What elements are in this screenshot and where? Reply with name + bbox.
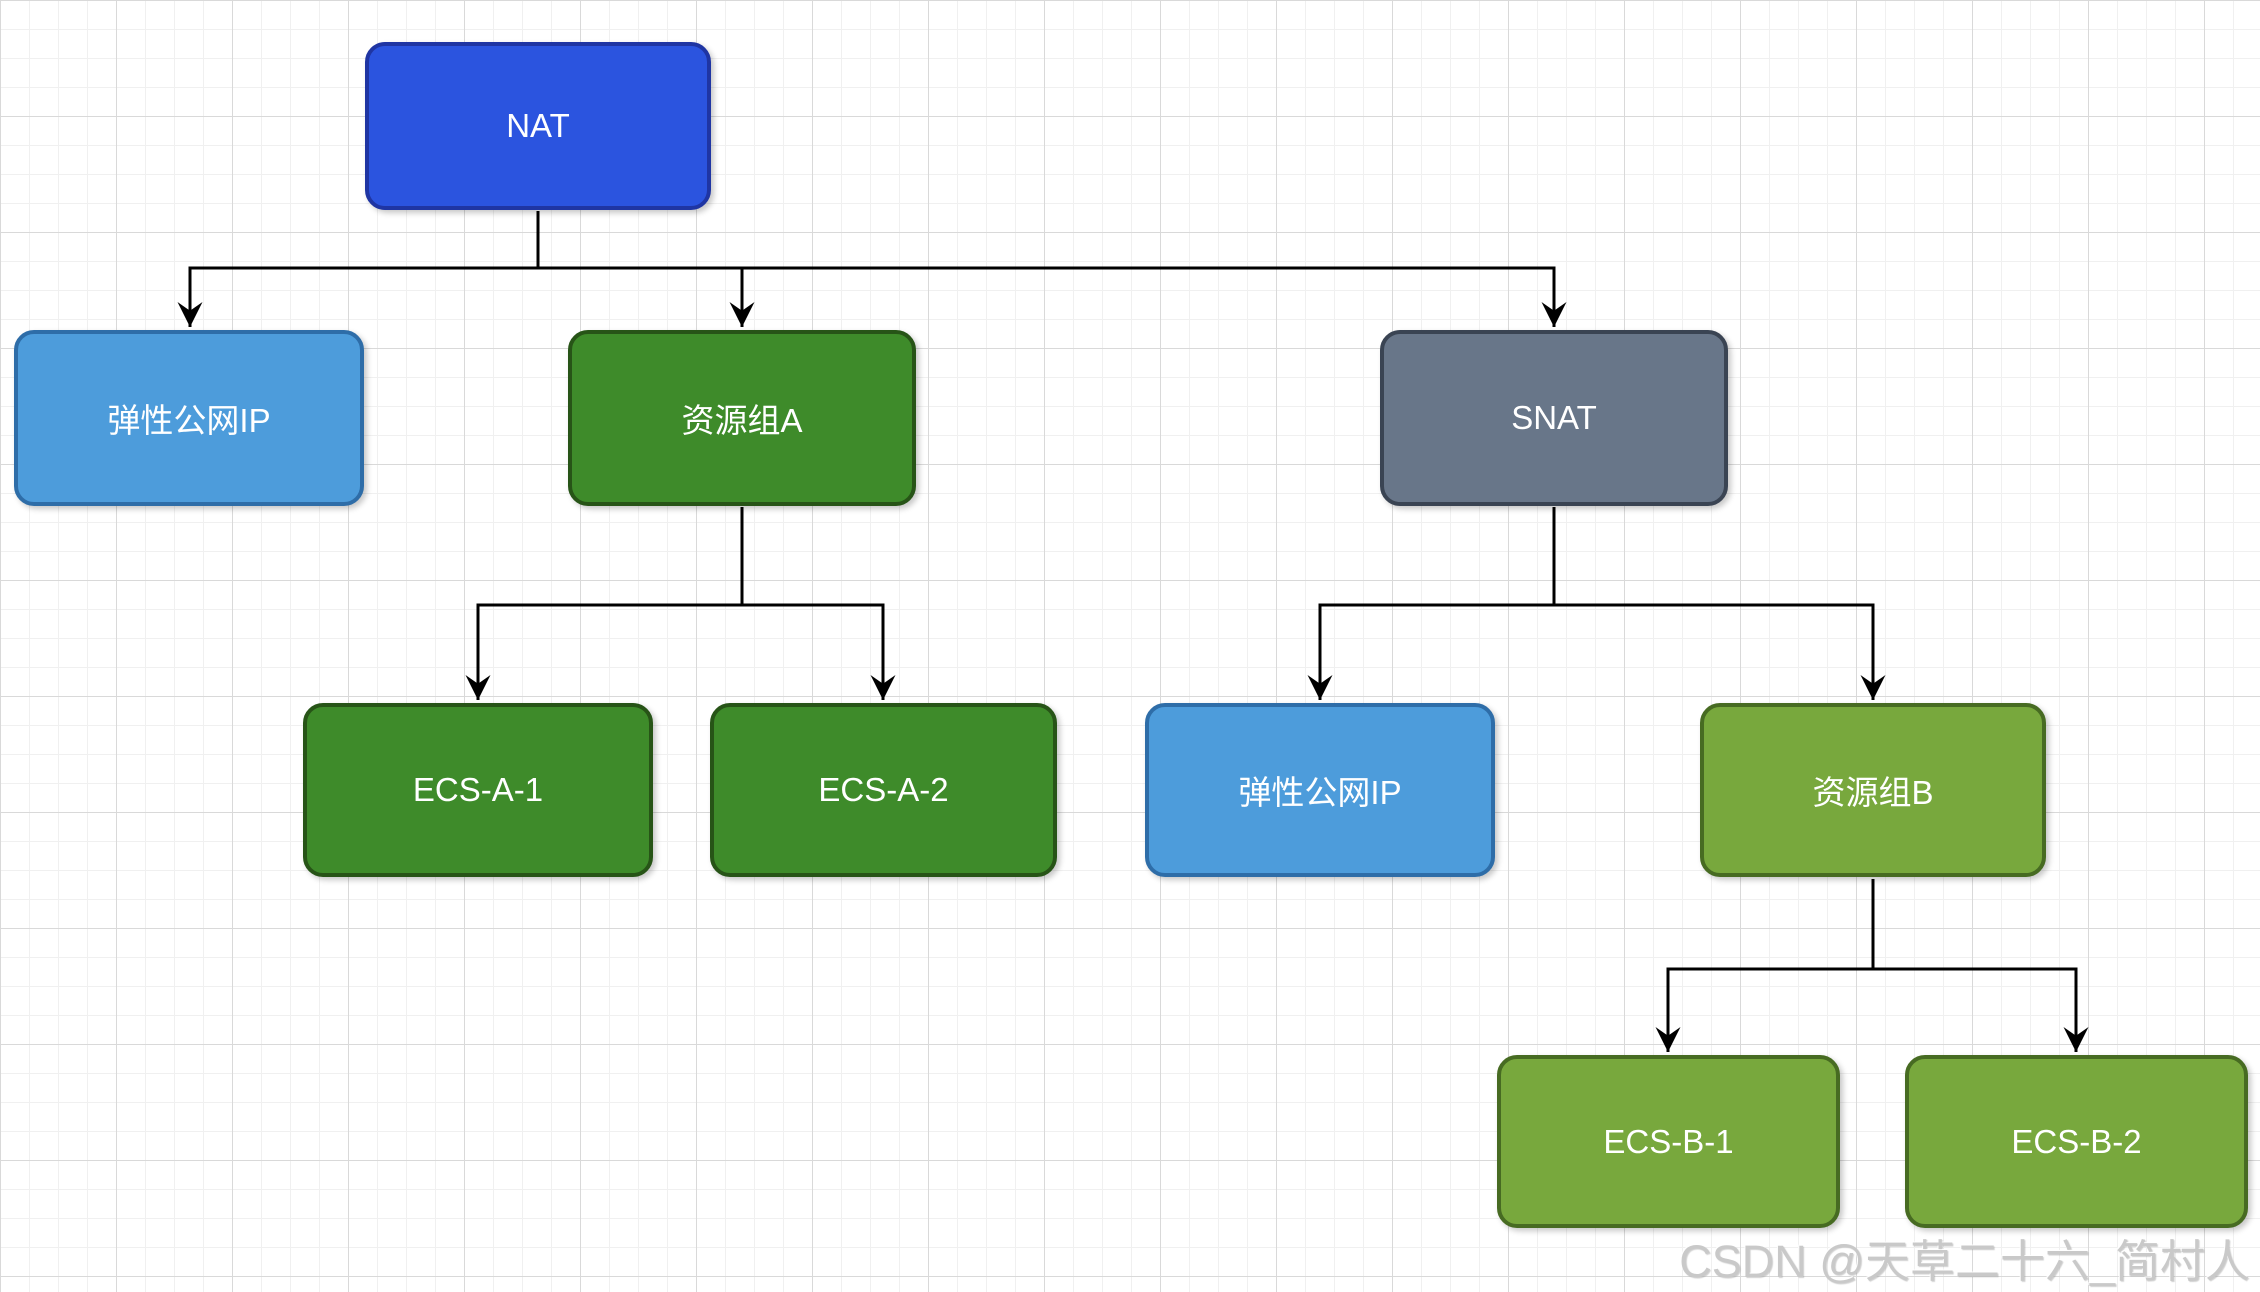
node-ecs-b-1: ECS-B-1 <box>1497 1055 1840 1228</box>
node-nat: NAT <box>365 42 711 210</box>
edge-nat-to-eip-1 <box>177 211 540 327</box>
node-label: ECS-B-2 <box>2011 1122 2142 1160</box>
edge-group-a-to-ecs-a-2 <box>740 507 896 700</box>
node-group-b: 资源组B <box>1700 703 2046 877</box>
edge-group-b-to-ecs-b-2 <box>1871 879 2089 1052</box>
node-label: SNAT <box>1511 399 1597 436</box>
node-snat: SNAT <box>1380 330 1728 506</box>
node-ecs-a-1: ECS-A-1 <box>303 703 653 877</box>
node-label: NAT <box>506 107 570 144</box>
node-eip-1: 弹性公网IP <box>14 330 364 506</box>
edge-nat-to-snat <box>536 211 1567 327</box>
node-eip-2: 弹性公网IP <box>1145 703 1495 877</box>
node-label: 资源组B <box>1812 774 1934 811</box>
node-label: 弹性公网IP <box>107 402 271 439</box>
node-ecs-b-2: ECS-B-2 <box>1905 1055 2248 1228</box>
node-label: 资源组A <box>681 402 803 439</box>
node-label: ECS-A-1 <box>412 771 544 808</box>
edge-snat-to-group-b <box>1552 507 1886 700</box>
node-ecs-a-2: ECS-A-2 <box>710 703 1057 877</box>
node-label: ECS-B-1 <box>1603 1122 1734 1160</box>
edge-group-a-to-ecs-a-1 <box>465 507 744 700</box>
edge-group-b-to-ecs-b-1 <box>1655 879 1875 1052</box>
node-label: ECS-A-2 <box>818 771 949 808</box>
edge-snat-to-eip-2 <box>1307 507 1556 700</box>
node-group-a: 资源组A <box>568 330 916 506</box>
node-label: 弹性公网IP <box>1238 774 1402 811</box>
